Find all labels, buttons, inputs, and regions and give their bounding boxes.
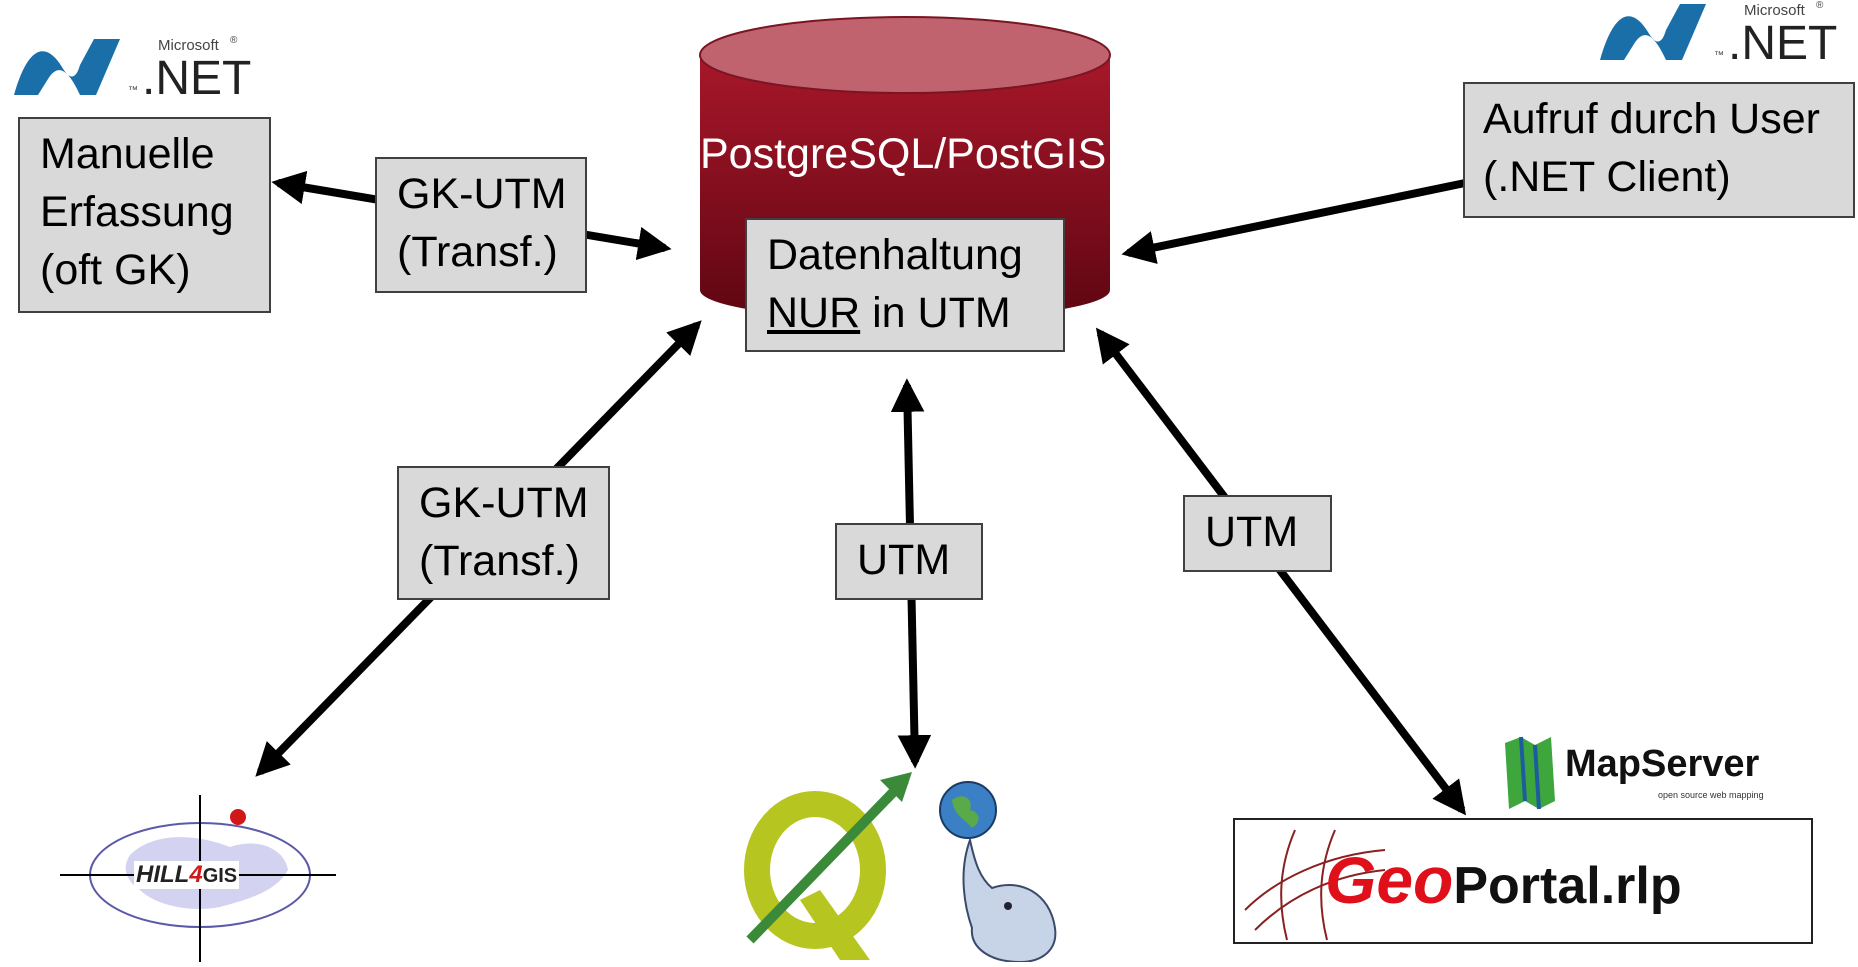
client-line1: Aufruf durch User <box>1483 95 1820 143</box>
dotnet-text: .NET <box>142 52 252 105</box>
hill4gis-prefix: HILL <box>136 861 190 888</box>
dotnet-wave-icon <box>1600 4 1706 60</box>
mapserver-name: MapServer <box>1565 743 1760 785</box>
manual-line2: Erfassung <box>40 188 234 236</box>
edge-label-line: UTM <box>1205 508 1299 556</box>
postgis-logo <box>930 778 1070 964</box>
dotnet-brand: Microsoft <box>1744 2 1805 19</box>
storage-rest: in UTM <box>860 289 1011 337</box>
dotnet-registered: ® <box>230 35 238 46</box>
geoportal-grid-icon <box>1244 829 1386 941</box>
storage-box: Datenhaltung NUR in UTM <box>745 218 1065 352</box>
mapserver-tagline: open source web mapping <box>1658 790 1764 800</box>
edge-label-line: GK-UTM <box>397 170 567 218</box>
storage-line2: NUR in UTM <box>767 284 1043 342</box>
hill4gis-suffix: GIS <box>202 865 238 887</box>
edge-label-bottom-left: GK-UTM (Transf.) <box>397 466 610 600</box>
edge-label-line: (Transf.) <box>419 537 580 585</box>
hill4gis-logo: HILL4GIS <box>60 795 340 962</box>
edge-label-line: GK-UTM <box>419 479 589 527</box>
dotnet-brand: Microsoft <box>158 37 219 54</box>
geoportal-rest: Portal.rlp <box>1453 857 1682 915</box>
dotnet-logo-right: Microsoft ® .NET ™ <box>1596 0 1838 70</box>
edge-label-line: UTM <box>857 536 951 584</box>
edge-label-top-left: GK-UTM (Transf.) <box>375 157 587 293</box>
storage-line1: Datenhaltung <box>767 231 1023 279</box>
geoportal-text: GeoPortal.rlp <box>1325 842 1682 918</box>
dotnet-tm: ™ <box>128 85 138 96</box>
dotnet-registered: ® <box>1816 0 1824 11</box>
qgis-logo <box>730 770 920 962</box>
dotnet-text: .NET <box>1728 17 1838 70</box>
geoportal-geo: Geo <box>1325 843 1454 917</box>
mapserver-map-icon <box>1505 736 1555 810</box>
qgis-q-icon <box>744 772 912 960</box>
dotnet-logo-left: Microsoft ® .NET ™ <box>10 35 252 105</box>
hill4gis-text: HILL4GIS <box>134 861 240 889</box>
edge-label-line: (Transf.) <box>397 228 558 276</box>
client-box: Aufruf durch User (.NET Client) <box>1463 82 1855 218</box>
elephant-globe-icon <box>939 781 1057 964</box>
arrow-client-db <box>1121 179 1466 264</box>
edge-label-bottom-right: UTM <box>1183 495 1332 572</box>
client-line2: (.NET Client) <box>1483 153 1731 201</box>
manual-entry-box: Manuelle Erfassung (oft GK) <box>18 117 271 313</box>
manual-line3: (oft GK) <box>40 246 191 294</box>
dotnet-wave-icon <box>14 39 120 95</box>
dotnet-tm: ™ <box>1714 50 1724 61</box>
edge-label-bottom-center: UTM <box>835 523 983 600</box>
database-title: PostgreSQL/PostGIS <box>700 130 1107 178</box>
hill4gis-digit: 4 <box>189 861 203 888</box>
manual-line1: Manuelle <box>40 130 215 178</box>
geoportal-logo: GeoPortal.rlp <box>1233 818 1813 944</box>
storage-nur: NUR <box>767 289 861 337</box>
mapserver-logo: MapServer open source web mapping <box>1503 735 1803 810</box>
